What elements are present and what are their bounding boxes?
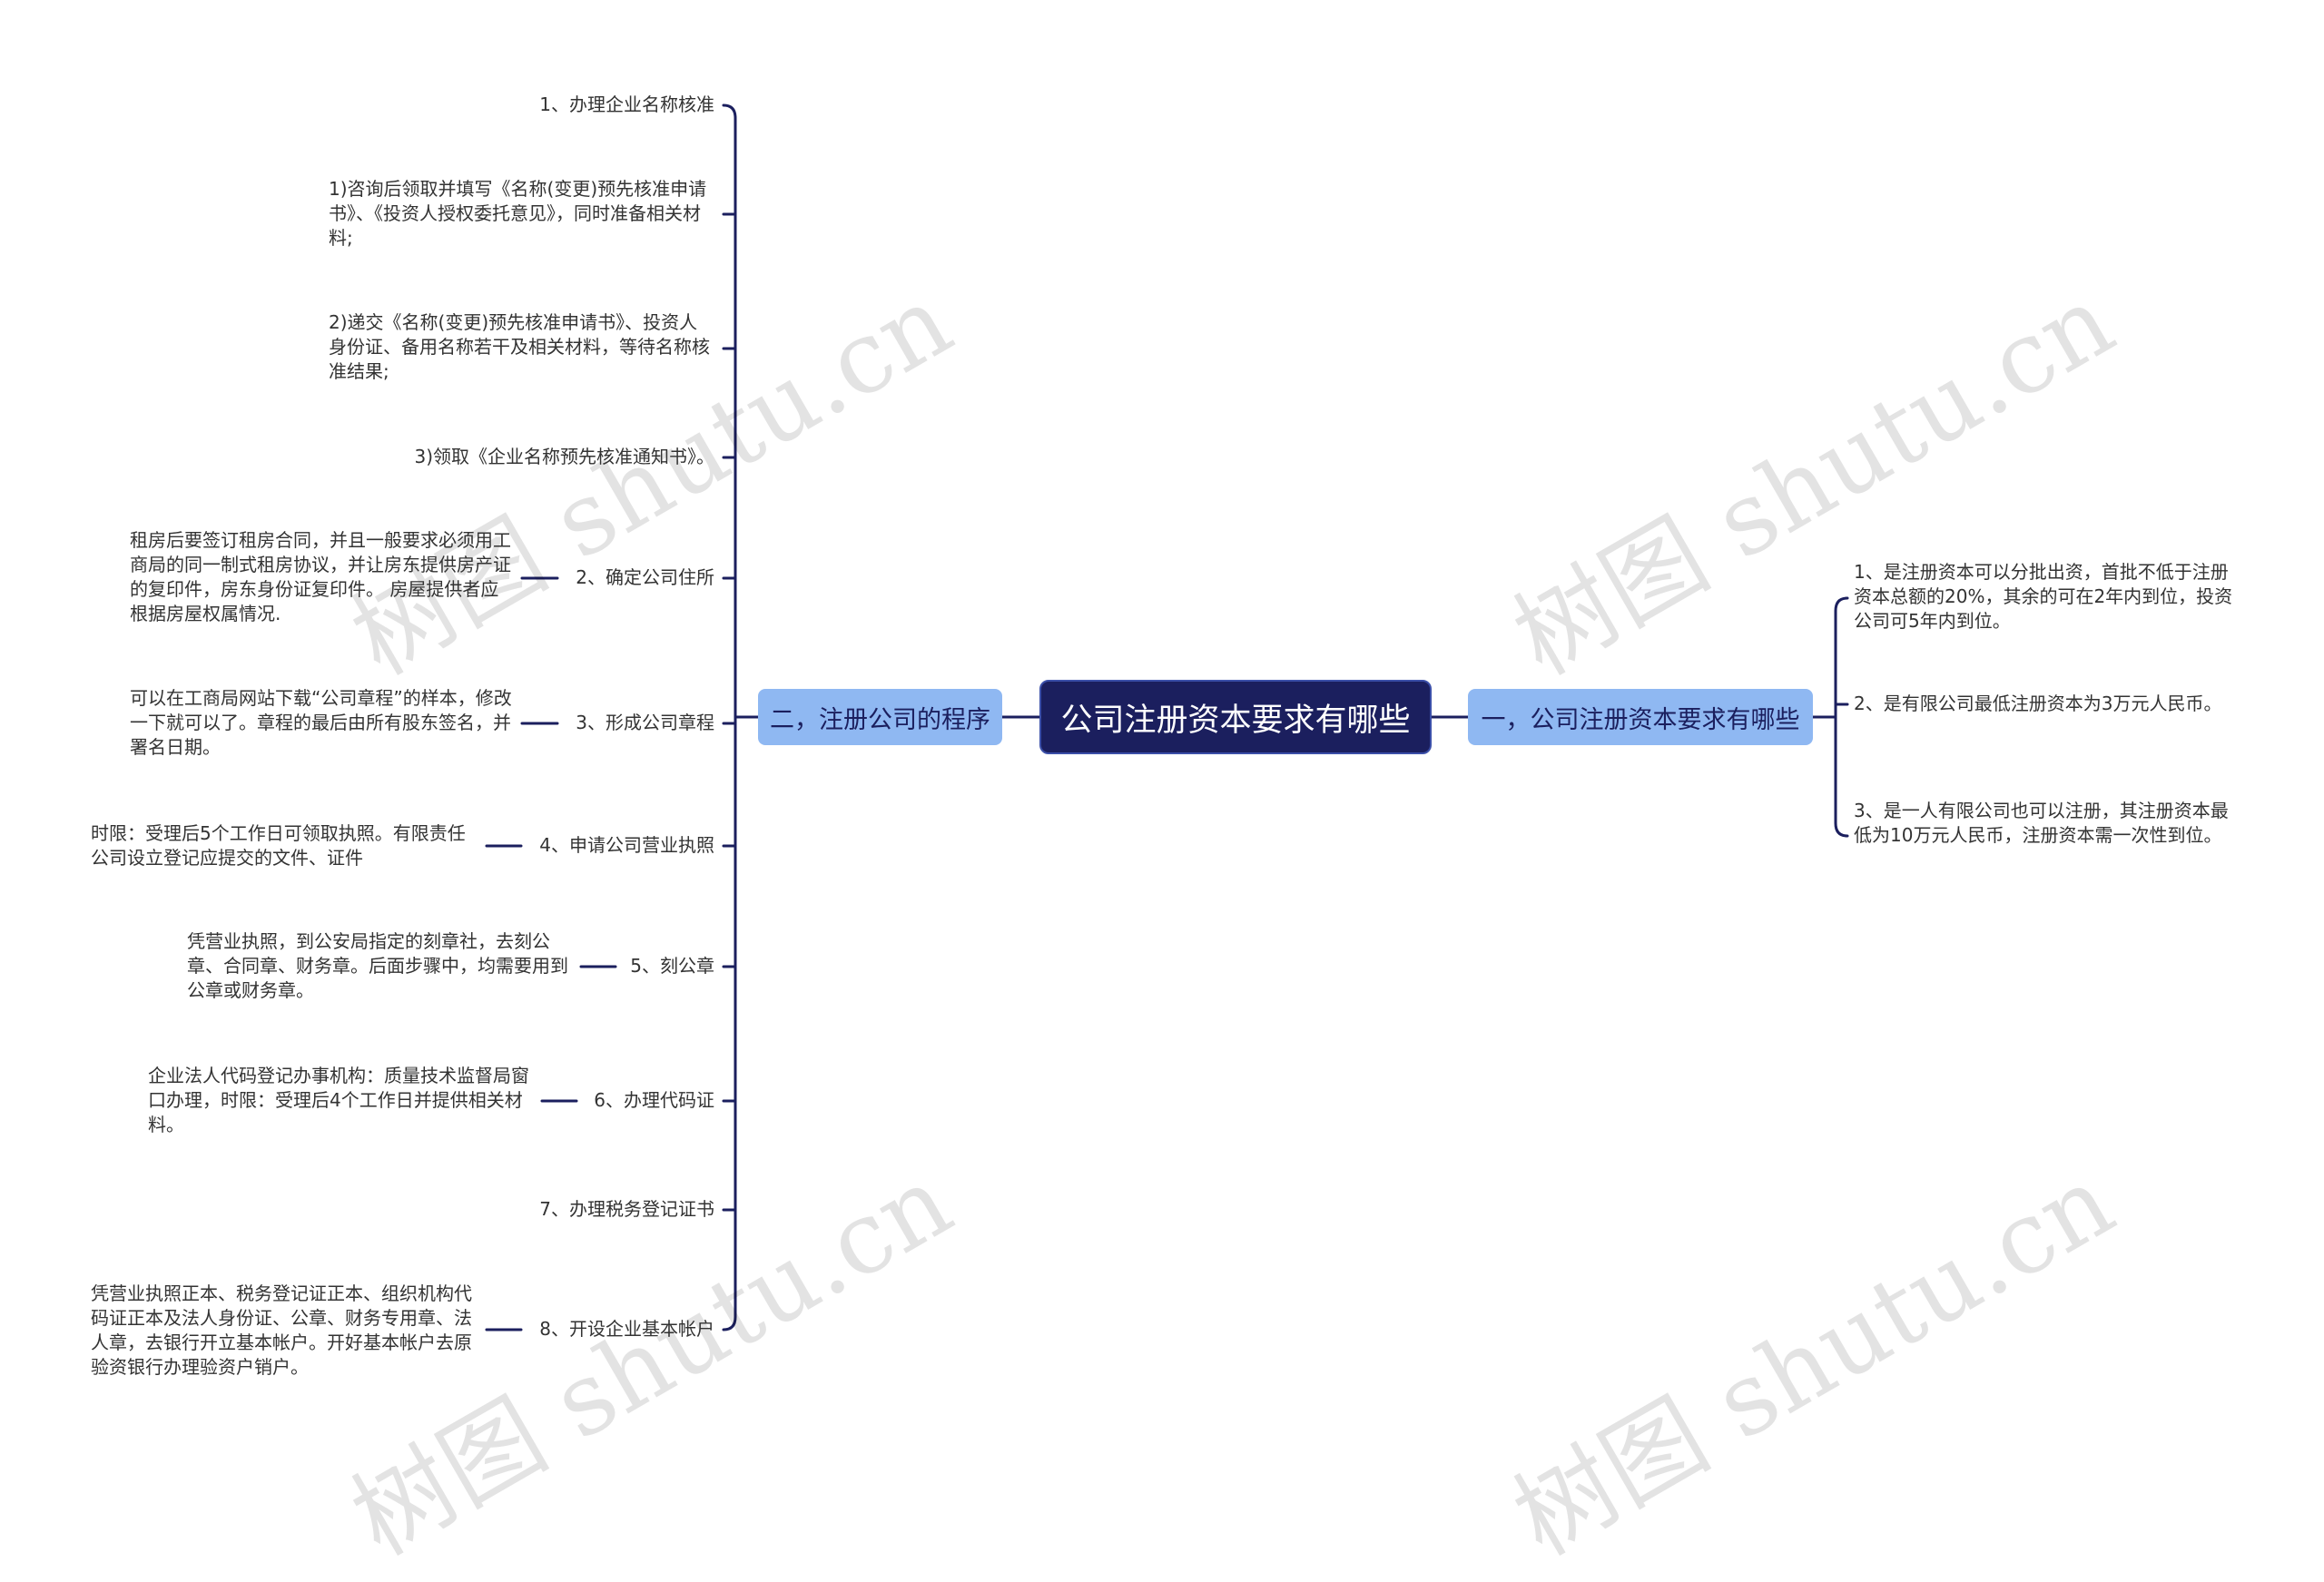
root-node[interactable]: 公司注册资本要求有哪些 bbox=[1039, 680, 1432, 754]
left-bracket bbox=[722, 103, 737, 1331]
step-7[interactable]: 7、办理税务登记证书 bbox=[539, 1198, 714, 1220]
connector-lines bbox=[485, 103, 1849, 1331]
step-1[interactable]: 1、办理企业名称核准 bbox=[539, 93, 714, 115]
step-1-sub-3[interactable]: 3)领取《企业名称预先核准通知书》。 bbox=[414, 446, 714, 467]
step-1-sub-2[interactable]: 2)递交《名称(变更)预先核准申请书》、投资人身份证、备用名称若干及相关材料，等… bbox=[329, 311, 710, 382]
step-1-sub-1[interactable]: 1)咨询后领取并填写《名称(变更)预先核准申请书》、《投资人授权委托意见》，同时… bbox=[329, 178, 707, 249]
right-bracket bbox=[1834, 596, 1849, 838]
left-branch-node[interactable]: 二，注册公司的程序 bbox=[758, 689, 1002, 745]
step-4-detail[interactable]: 时限：受理后5个工作日可领取执照。有限责任公司设立登记应提交的文件、证件 bbox=[91, 822, 466, 869]
step-6[interactable]: 6、办理代码证 bbox=[594, 1089, 714, 1111]
step-4[interactable]: 4、申请公司营业执照 bbox=[539, 834, 714, 856]
step-3[interactable]: 3、形成公司章程 bbox=[576, 712, 714, 733]
step-6-detail[interactable]: 企业法人代码登记办事机构：质量技术监督局窗口办理，时限：受理后4个工作日并提供相… bbox=[148, 1065, 529, 1135]
step-5[interactable]: 5、刻公章 bbox=[630, 955, 714, 977]
capital-item-1[interactable]: 1、是注册资本可以分批出资，首批不低于注册资本总额的20%，其余的可在2年内到位… bbox=[1854, 561, 2233, 632]
step-8-detail[interactable]: 凭营业执照正本、税务登记证正本、组织机构代码证正本及法人身份证、公章、财务专用章… bbox=[91, 1282, 472, 1378]
right-branch-node[interactable]: 一，公司注册资本要求有哪些 bbox=[1468, 689, 1813, 745]
step-5-detail[interactable]: 凭营业执照，到公安局指定的刻章社，去刻公章、合同章、财务章。后面步骤中，均需要用… bbox=[187, 930, 568, 1001]
capital-item-2[interactable]: 2、是有限公司最低注册资本为3万元人民币。 bbox=[1854, 693, 2222, 714]
step-8[interactable]: 8、开设企业基本帐户 bbox=[539, 1318, 714, 1340]
capital-item-3[interactable]: 3、是一人有限公司也可以注册，其注册资本最低为10万元人民币，注册资本需一次性到… bbox=[1854, 800, 2229, 846]
step-2[interactable]: 2、确定公司住所 bbox=[576, 566, 714, 588]
step-3-detail[interactable]: 可以在工商局网站下载“公司章程”的样本，修改一下就可以了。章程的最后由所有股东签… bbox=[130, 687, 512, 758]
step-2-detail[interactable]: 租房后要签订租房合同，并且一般要求必须用工商局的同一制式租房协议，并让房东提供房… bbox=[130, 529, 511, 624]
